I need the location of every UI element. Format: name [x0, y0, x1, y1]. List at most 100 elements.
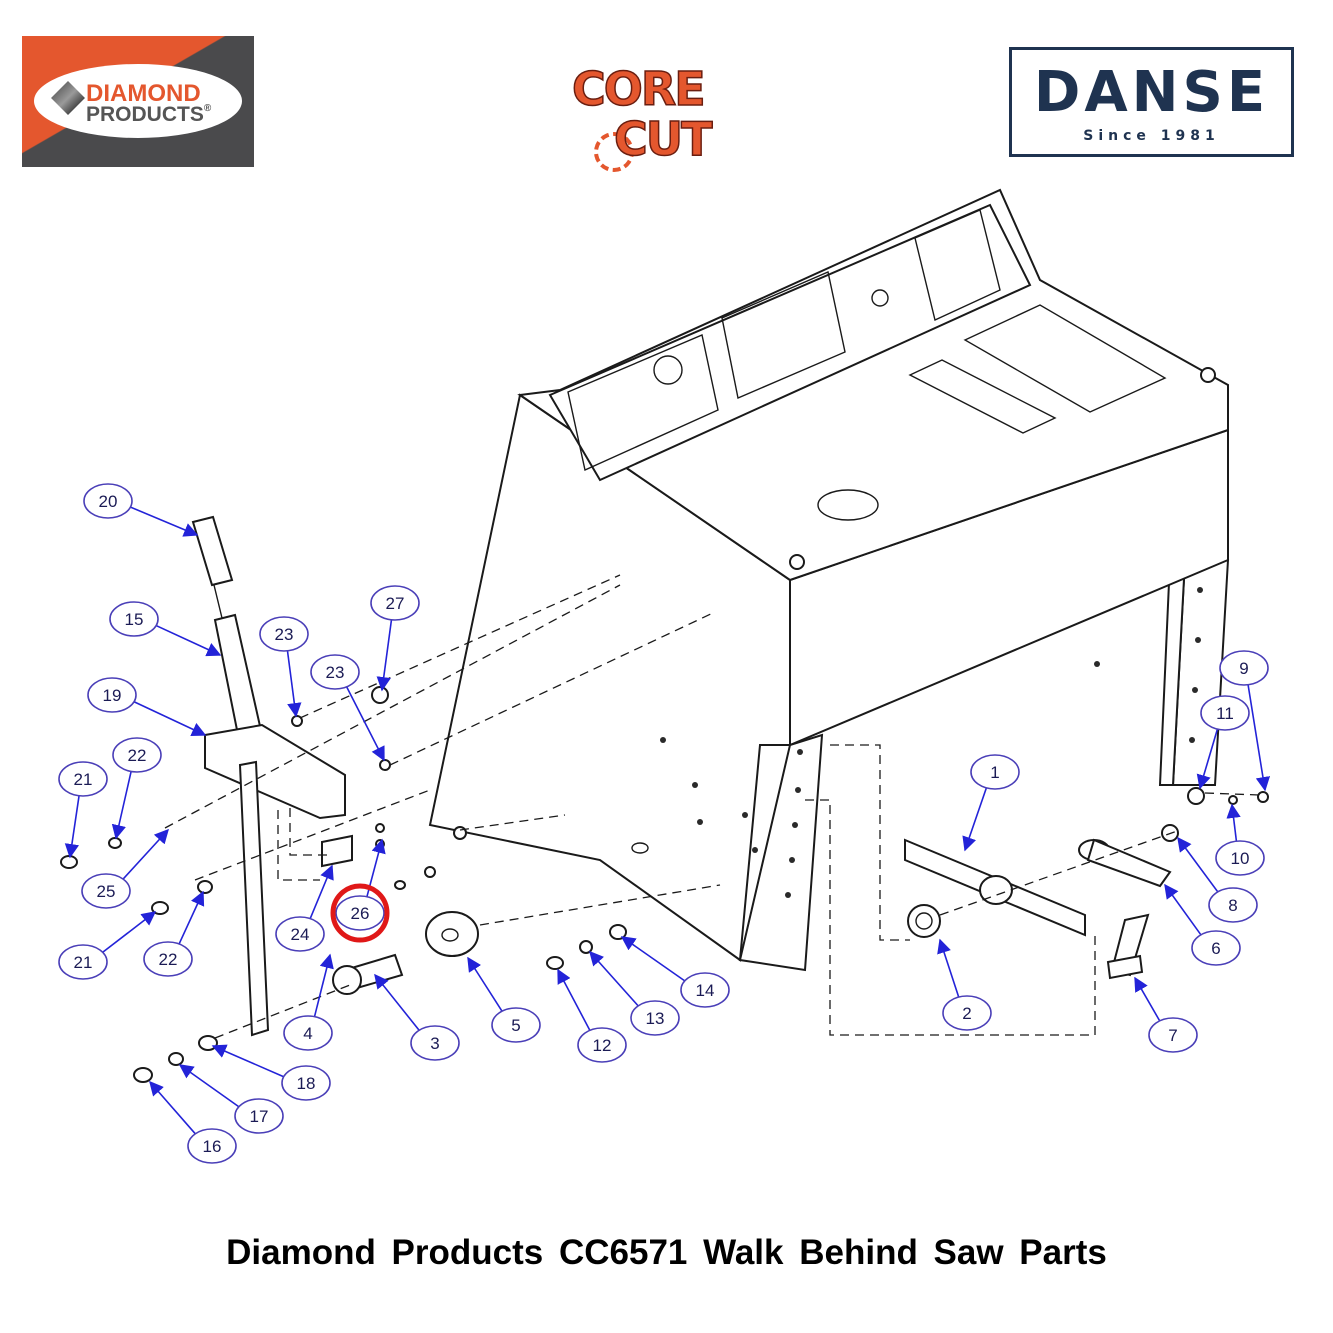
callout-leader-arrow: [589, 950, 639, 1007]
logo-text-diamond: DIAMOND: [86, 80, 201, 107]
core-cut-logo: CORE CUT: [560, 61, 750, 172]
callout-bubble: [335, 895, 385, 931]
callout-4: 4: [283, 953, 334, 1051]
callout-number: 20: [99, 492, 118, 511]
callout-number: 23: [275, 625, 294, 644]
logo-text-core: CORE: [571, 61, 706, 117]
callout-number: 13: [646, 1009, 665, 1028]
callout-number: 24: [291, 925, 310, 944]
callout-20: 20: [83, 483, 199, 537]
callout-26: 26: [335, 838, 386, 931]
callout-bubble: [1208, 887, 1258, 923]
saw-blade-icon: [594, 132, 634, 172]
callout-bubble: [370, 585, 420, 621]
callout-leader-arrow: [962, 787, 988, 852]
callout-leader-arrow: [313, 953, 334, 1017]
callout-bubble: [87, 677, 137, 713]
callout-bubble: [109, 601, 159, 637]
callout-leader-arrow: [178, 1064, 240, 1108]
callout-19: 19: [87, 677, 207, 737]
callout-21: 21: [58, 911, 157, 980]
callout-bubble: [81, 873, 131, 909]
callout-bubble: [410, 1025, 460, 1061]
callout-bubble: [112, 737, 162, 773]
callout-leader-arrow: [345, 686, 385, 762]
callout-22: 22: [111, 737, 162, 840]
callout-leader-arrow: [376, 619, 393, 692]
callout-leader-arrow: [211, 1044, 285, 1078]
callout-14: 14: [620, 936, 730, 1008]
callout-bubble: [310, 654, 360, 690]
callout-27: 27: [370, 585, 420, 692]
callout-number: 10: [1231, 849, 1250, 868]
logo-text-since: Since 1981: [1083, 128, 1220, 144]
callout-number: 8: [1228, 896, 1237, 915]
callout-9: 9: [1219, 650, 1271, 792]
saw-frame: [428, 188, 1230, 1036]
callout-bubble: [491, 1007, 541, 1043]
callout-bubble: [259, 616, 309, 652]
callout-bubble: [143, 941, 193, 977]
callout-7: 7: [1134, 976, 1198, 1053]
callout-bubble: [58, 761, 108, 797]
callout-bubble: [1148, 1017, 1198, 1053]
diagram-caption: Diamond Products CC6571 Walk Behind Saw …: [226, 1233, 1107, 1272]
callout-bubble: [1215, 840, 1265, 876]
callout-number: 2: [962, 1004, 971, 1023]
logo-text-cut: CUT: [613, 111, 713, 167]
callout-2: 2: [937, 938, 992, 1031]
callout-leader-arrow: [557, 968, 591, 1031]
callout-leader-arrow: [1177, 836, 1219, 893]
callout-bubble: [1219, 650, 1269, 686]
callout-bubble: [630, 1000, 680, 1036]
callout-11: 11: [1196, 695, 1250, 790]
callout-number: 17: [250, 1107, 269, 1126]
danse-logo: DANSE Since 1981: [1009, 47, 1294, 157]
callout-24: 24: [275, 864, 334, 952]
callout-number: 12: [593, 1036, 612, 1055]
pedal-lever-assembly: [191, 515, 353, 1037]
callout-number: 15: [125, 610, 144, 629]
logo-text-danse: DANSE: [1033, 60, 1270, 125]
callout-leader-arrow: [155, 624, 222, 657]
callout-bubble: [275, 916, 325, 952]
callout-leader-arrow: [149, 1080, 196, 1135]
callout-5: 5: [467, 956, 541, 1043]
callout-bubble: [58, 944, 108, 980]
callout-bubble: [83, 483, 133, 519]
callout-number: 19: [103, 686, 122, 705]
callout-bubble: [577, 1027, 627, 1063]
callout-leader-arrow: [130, 506, 199, 537]
callout-number: 25: [97, 882, 116, 901]
callout-number: 21: [74, 953, 93, 972]
callout-number: 26: [351, 904, 370, 923]
callout-leader-arrow: [374, 973, 420, 1031]
callout-number: 22: [159, 950, 178, 969]
callout-leader-arrow: [286, 650, 302, 718]
callout-25: 25: [81, 828, 169, 909]
callout-bubble: [1191, 930, 1241, 966]
callout-1: 1: [962, 754, 1020, 852]
callout-leader-arrow: [133, 700, 207, 737]
diamond-products-logo: DIAMOND PRODUCTS®: [22, 36, 254, 167]
callout-3: 3: [374, 973, 460, 1061]
callout-13: 13: [589, 950, 680, 1036]
callout-leader-arrow: [1134, 976, 1161, 1022]
callout-leader-arrow: [102, 911, 157, 953]
callout-leader-arrow: [1196, 728, 1219, 790]
callout-6: 6: [1164, 883, 1241, 966]
callout-number: 27: [386, 594, 405, 613]
logo-text-products: PRODUCTS®: [86, 103, 212, 126]
callout-bubble: [970, 754, 1020, 790]
callout-bubble: [281, 1065, 331, 1101]
callout-17: 17: [178, 1064, 284, 1134]
callout-leader-arrow: [178, 890, 205, 945]
callout-leader-arrow: [309, 864, 334, 919]
callout-leader-arrow: [64, 795, 80, 859]
callout-number: 14: [696, 981, 715, 1000]
callout-22: 22: [143, 890, 205, 977]
hardware-parts: [60, 574, 1269, 1083]
highlight-ring: [330, 883, 390, 943]
callout-23: 23: [259, 616, 309, 718]
